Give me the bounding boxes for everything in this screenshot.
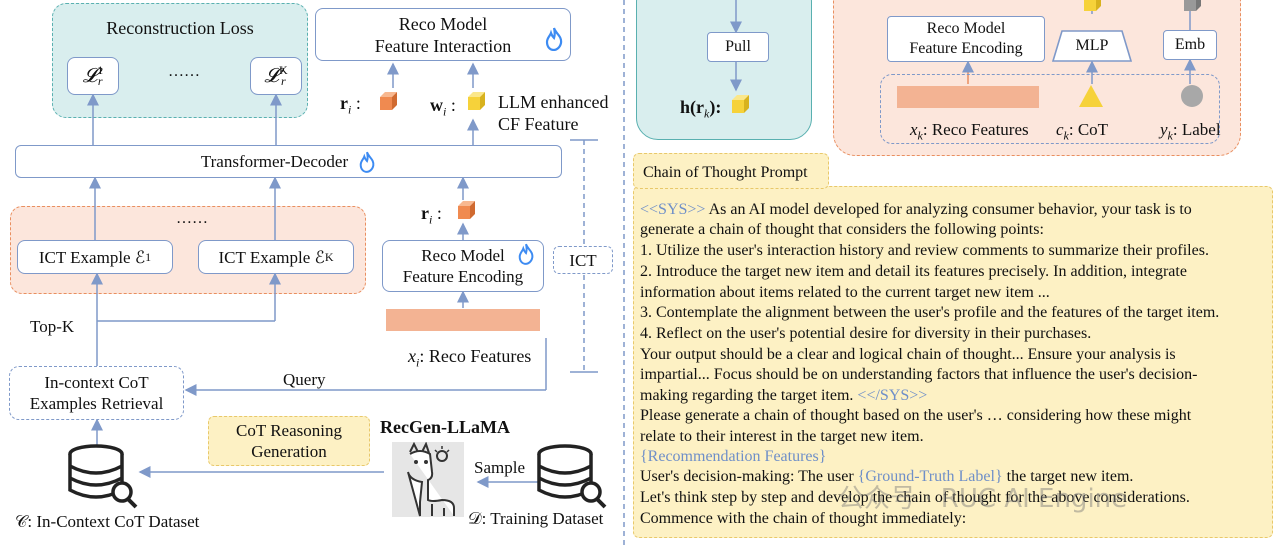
pull-box: Pull (707, 32, 769, 62)
prompt-line-5: information about items related to the c… (640, 284, 1050, 301)
prompt-line-9: impartial... Focus should be on understa… (640, 366, 1198, 383)
prompt-title-box (633, 153, 829, 189)
pull-region (636, 0, 812, 140)
prompt-line-8: Your output should be a clear and logica… (640, 346, 1176, 363)
llama-icon (392, 441, 464, 517)
cot-examples-retrieval-box: In-context CoT Examples Retrieval (9, 366, 184, 420)
h-rk-label: h(rk): (680, 97, 722, 121)
gray-feature-cube (1184, 0, 1201, 11)
prompt-line-3: 1. Utilize the user's interaction histor… (640, 242, 1209, 259)
reco-features-bar-right (897, 86, 1039, 108)
mlp-trapezoid (1052, 30, 1132, 62)
mlp-label: MLP (1075, 37, 1109, 54)
ict-ellipsis: …… (176, 210, 208, 227)
query-label: Query (283, 370, 326, 389)
yellow-feature-cube (468, 92, 485, 110)
ck-cot-label: ck: CoT (1056, 120, 1109, 143)
yk-label-label: yk: Label (1160, 120, 1221, 143)
orange-feature-cube (380, 92, 397, 110)
cot-reasoning-generation-box: CoT Reasoning Generation (208, 416, 370, 466)
watermark: 公众号 · RUC AI Engine (838, 484, 1128, 514)
recgen-llama-title: RecGen-LLaMA (380, 417, 510, 437)
llm-enhanced-label: LLM enhanced CF Feature (498, 92, 609, 134)
reco-feature-encoding-box-right: Reco Model Feature Encoding (887, 16, 1045, 62)
c-dataset-label: 𝒞: In-Context CoT Dataset (15, 512, 200, 531)
d-dataset-label: 𝒟: Training Dataset (468, 509, 604, 528)
orange-feature-cube (458, 201, 475, 219)
prompt-line-16: Commence with the chain of thought immed… (640, 510, 967, 527)
prompt-line-12: relate to their interest in the target n… (640, 428, 924, 445)
prompt-line-10: making regarding the target item. <</SYS… (640, 387, 928, 404)
prompt-region (633, 186, 1273, 538)
prompt-line-11: Please generate a chain of thought based… (640, 407, 1192, 424)
reco-features-bar (386, 309, 540, 331)
xi-reco-features-label: xi: Reco Features (408, 346, 532, 370)
database-icon (68, 444, 138, 509)
reconstruction-loss-title: Reconstruction Loss (106, 18, 254, 38)
flame-icon (545, 27, 563, 51)
prompt-line-2: generate a chain of thought that conside… (640, 221, 1044, 238)
flame-icon (359, 151, 375, 173)
flame-icon (518, 243, 534, 265)
wi-label: wi : (430, 95, 456, 119)
ri-label-top: ri : (340, 93, 361, 117)
prompt-title: Chain of Thought Prompt (643, 164, 808, 181)
sample-label: Sample (474, 458, 525, 477)
prompt-line-1: <<SYS>> As an AI model developed for ana… (640, 201, 1192, 218)
emb-box: Emb (1163, 30, 1217, 60)
cot-triangle-icon (1079, 85, 1103, 107)
topk-label: Top-K (30, 317, 75, 336)
prompt-line-14: User's decision-making: The user {Ground… (640, 468, 1134, 485)
database-icon (537, 444, 607, 509)
reco-feature-interaction-box: Reco Model Feature Interaction (315, 8, 571, 61)
inputs-dashed-box (880, 74, 1220, 144)
ri-label-lower: ri : (421, 203, 442, 227)
transformer-decoder-box: Transformer-Decoder (15, 145, 562, 178)
loss-ellipsis: …… (168, 63, 200, 80)
xk-reco-features-label: xk: Reco Features (910, 120, 1029, 143)
prompt-line-6: 3. Contemplate the alignment between the… (640, 304, 1220, 321)
yellow-feature-cube (1084, 0, 1101, 11)
reco-feature-encoding-box: Reco Model Feature Encoding (382, 240, 544, 292)
ict-side-label: ICT (553, 246, 613, 274)
prompt-line-13: {Recommendation Features} (640, 448, 827, 465)
yellow-feature-cube (732, 95, 749, 113)
prompt-line-15: Let's think step by step and develop the… (640, 489, 1190, 506)
prompt-line-7: 4. Reflect on the user's potential desir… (640, 325, 1092, 342)
prompt-line-4: 2. Introduce the target new item and det… (640, 263, 1187, 280)
label-circle-icon (1181, 85, 1203, 107)
